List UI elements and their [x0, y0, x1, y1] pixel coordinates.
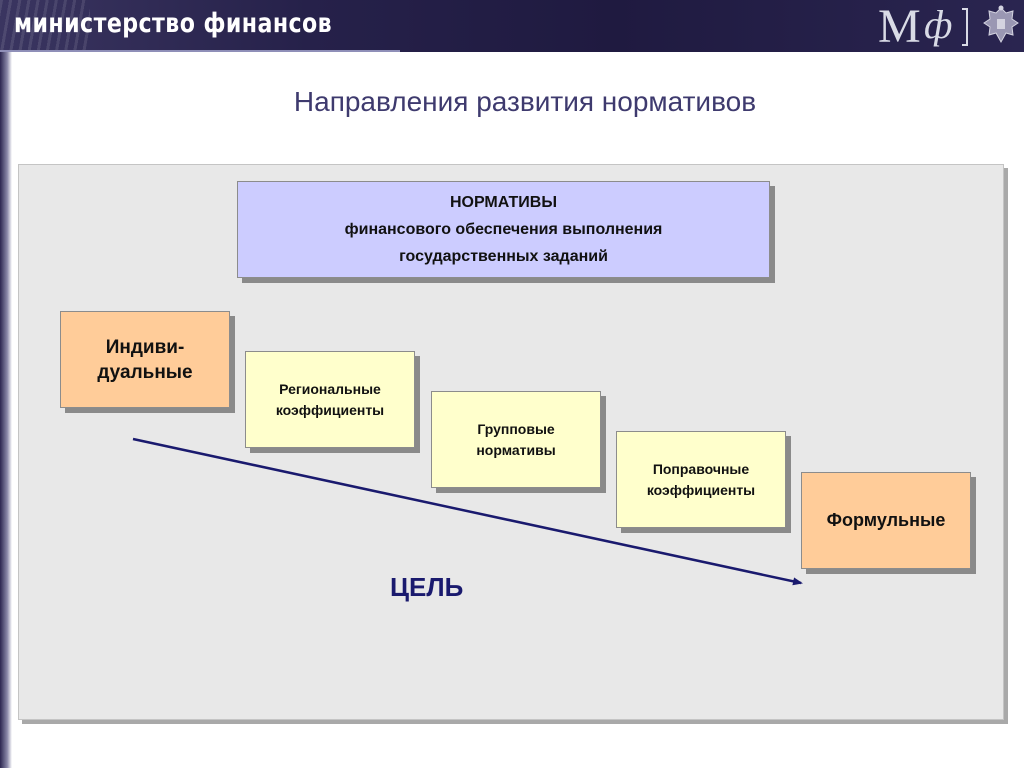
header-underline — [0, 50, 400, 52]
step-individual-line1: Индиви- — [105, 336, 185, 358]
ministry-name: министерство финансов — [14, 8, 333, 39]
step-formula-line1: Формульные — [826, 510, 946, 530]
norms-box-line2: финансового обеспечения выполнения — [344, 221, 663, 238]
slide-title: Направления развития нормативов — [293, 86, 757, 117]
step-group-line1: Групповые — [477, 420, 555, 437]
step-correction-box: Поправочные коэффициенты — [616, 431, 786, 528]
ministry-logo: М ф — [878, 0, 978, 53]
norms-box-line1: НОРМАТИВЫ — [449, 194, 558, 211]
header-decor-stripes — [0, 0, 90, 52]
step-regional-line2: коэффициенты — [275, 401, 385, 418]
step-group-line2: нормативы — [476, 441, 556, 458]
left-side-gradient — [0, 52, 12, 768]
step-regional-line1: Региональные — [279, 380, 381, 397]
logo-bracket — [962, 8, 968, 46]
step-individual-line2: дуальные — [97, 361, 193, 383]
step-correction-line2: коэффициенты — [646, 481, 756, 498]
logo-letter-m: М — [878, 0, 921, 53]
goal-label: ЦЕЛЬ — [390, 572, 464, 602]
step-correction-line1: Поправочные — [652, 460, 750, 477]
norms-box-line3: государственных заданий — [399, 248, 608, 265]
step-group-box: Групповые нормативы — [431, 391, 601, 488]
norms-box: НОРМАТИВЫ финансового обеспечения выполн… — [237, 181, 770, 278]
step-formula-box: Формульные — [801, 472, 971, 569]
logo-letter-f: ф — [924, 2, 953, 47]
coat-of-arms-icon — [983, 5, 1019, 44]
step-individual-box: Индиви- дуальные — [60, 311, 230, 408]
step-regional-box: Региональные коэффициенты — [245, 351, 415, 448]
header-bar: министерство финансов М ф — [0, 0, 1024, 53]
